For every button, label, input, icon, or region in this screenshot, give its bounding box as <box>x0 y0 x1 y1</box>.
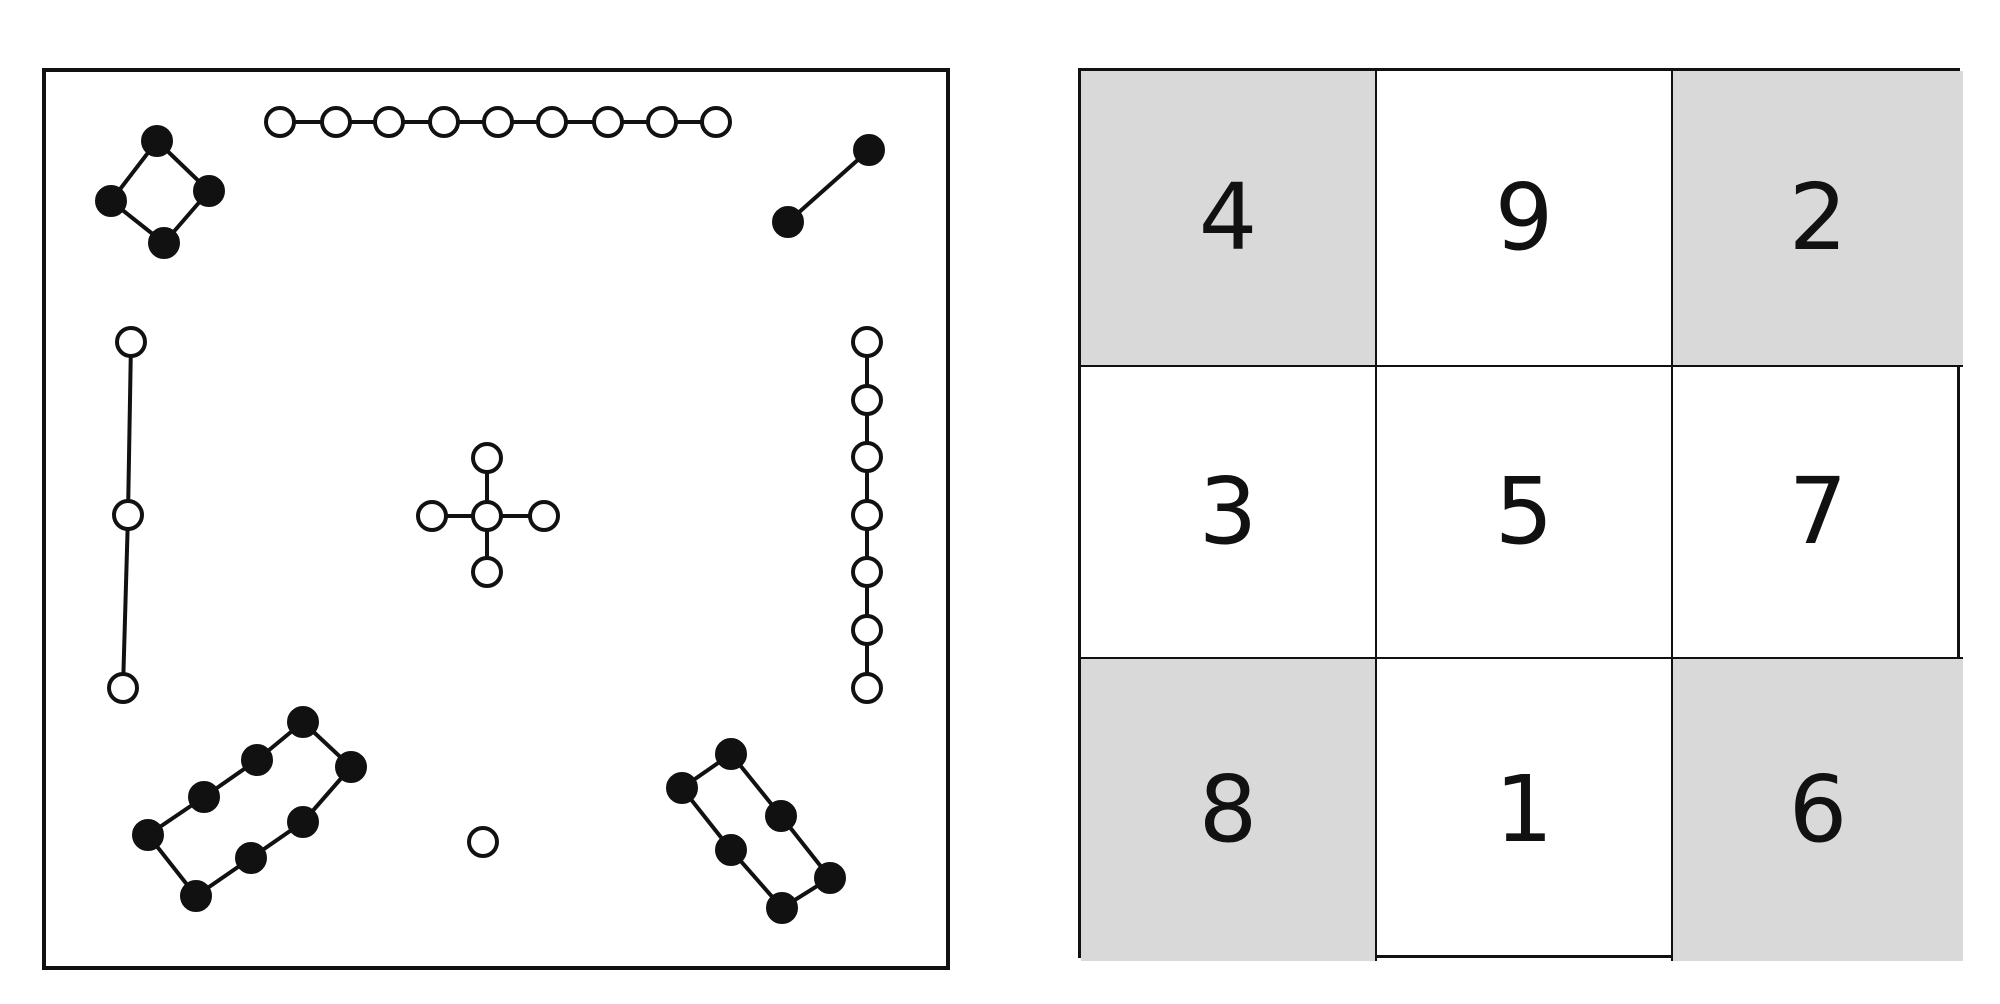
magic-square-cell: 4 <box>1081 71 1377 367</box>
magic-square-cell: 7 <box>1673 367 1963 659</box>
open-dot <box>471 500 503 532</box>
dot-group-9 <box>264 106 732 138</box>
open-dot <box>536 106 568 138</box>
open-dot <box>107 672 139 704</box>
filled-dot <box>141 125 173 157</box>
open-dot <box>112 499 144 531</box>
filled-dot <box>853 134 885 166</box>
open-dot <box>851 384 883 416</box>
dot-connector <box>126 341 133 516</box>
open-dot <box>851 326 883 358</box>
open-dot <box>700 106 732 138</box>
open-dot <box>416 500 448 532</box>
dot-group-3 <box>107 326 147 704</box>
dot-group-6 <box>666 738 846 924</box>
dot-connector <box>121 514 130 689</box>
open-dot <box>646 106 678 138</box>
open-dot <box>851 499 883 531</box>
filled-dot <box>765 800 797 832</box>
filled-dot <box>95 185 127 217</box>
magic-square-cell: 5 <box>1377 367 1673 659</box>
open-dot <box>373 106 405 138</box>
magic-square-cell: 3 <box>1081 367 1377 659</box>
filled-dot <box>132 819 164 851</box>
filled-dot <box>666 772 698 804</box>
open-dot <box>467 826 499 858</box>
open-dot <box>528 500 560 532</box>
filled-dot <box>241 744 273 776</box>
magic-square-cell: 6 <box>1673 659 1963 961</box>
open-dot <box>851 556 883 588</box>
open-dot <box>482 106 514 138</box>
filled-dot <box>772 206 804 238</box>
dot-connector <box>786 148 871 224</box>
filled-dot <box>715 738 747 770</box>
dot-group-4 <box>95 125 225 259</box>
dot-group-8 <box>132 706 367 912</box>
filled-dot <box>235 842 267 874</box>
dot-group-1 <box>467 826 499 858</box>
open-dot <box>264 106 296 138</box>
magic-square-grid: 4 9 2 3 5 7 8 1 6 <box>1078 68 1963 961</box>
filled-dot <box>814 862 846 894</box>
filled-dot <box>766 892 798 924</box>
filled-dot <box>335 751 367 783</box>
filled-dot <box>148 227 180 259</box>
dot-group-7 <box>851 326 883 704</box>
filled-dot <box>180 880 212 912</box>
open-dot <box>851 672 883 704</box>
lo-shu-svg <box>95 106 885 924</box>
dot-group-2 <box>772 134 885 238</box>
magic-square-cell: 8 <box>1081 659 1377 961</box>
magic-square-cell: 2 <box>1673 71 1963 367</box>
filled-dot <box>715 834 747 866</box>
filled-dot <box>193 175 225 207</box>
open-dot <box>320 106 352 138</box>
filled-dot <box>287 706 319 738</box>
magic-square-cell: 9 <box>1377 71 1673 367</box>
filled-dot <box>188 781 220 813</box>
open-dot <box>471 442 503 474</box>
open-dot <box>428 106 460 138</box>
open-dot <box>471 556 503 588</box>
open-dot <box>851 614 883 646</box>
open-dot <box>592 106 624 138</box>
magic-square-cell: 1 <box>1377 659 1673 961</box>
lo-shu-dot-diagram <box>42 68 950 970</box>
filled-dot <box>287 806 319 838</box>
open-dot <box>115 326 147 358</box>
dot-group-5 <box>416 442 560 588</box>
open-dot <box>851 441 883 473</box>
